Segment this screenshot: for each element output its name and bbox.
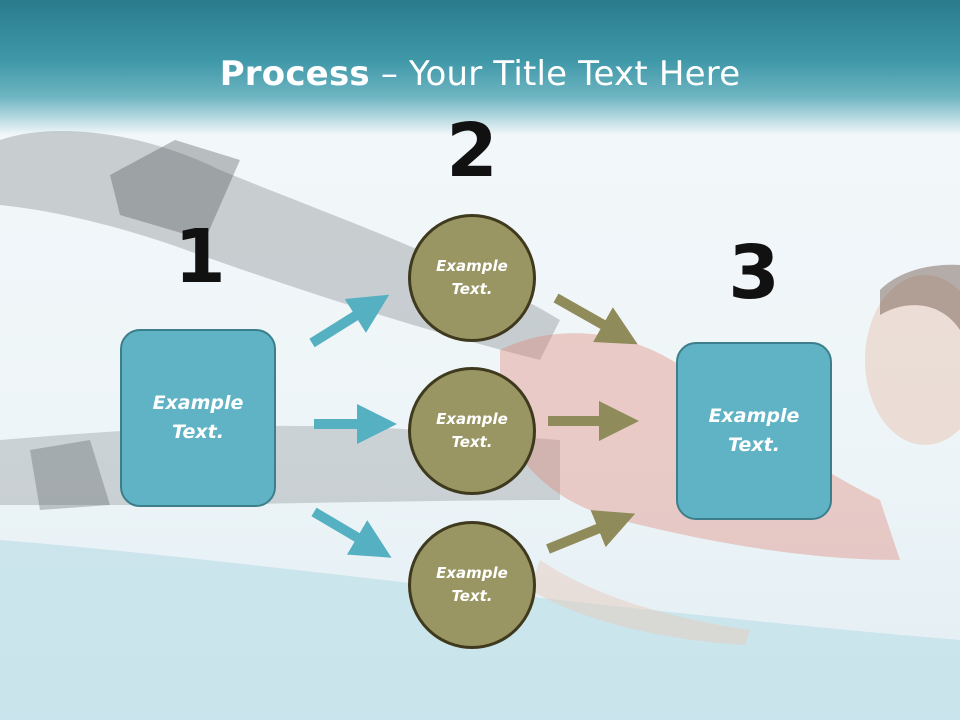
circle-middle-label: Example Text. — [436, 410, 508, 451]
circle-bottom-label: Example Text. — [436, 564, 508, 605]
step-2-circle-middle[interactable]: Example Text. — [408, 367, 536, 495]
title-bold: Process — [219, 54, 370, 94]
step-number-2: 2 — [446, 108, 498, 194]
title-bar — [0, 0, 960, 135]
step-3-label: Example Text. — [708, 405, 800, 456]
step-1-box[interactable]: Example Text. — [120, 329, 276, 507]
arrow-top-to-3 — [553, 293, 638, 345]
title-rest: – Your Title Text Here — [369, 54, 741, 94]
arrow-1-to-top — [309, 294, 390, 348]
step-number-1: 1 — [174, 214, 226, 300]
circle-top-label: Example Text. — [436, 257, 508, 298]
step-1-label: Example Text. — [152, 392, 244, 443]
slide-title: Process – Your Title Text Here — [0, 52, 960, 96]
step-2-circle-top[interactable]: Example Text. — [408, 214, 536, 342]
step-2-circle-bottom[interactable]: Example Text. — [408, 521, 536, 649]
step-number-3: 3 — [728, 230, 780, 316]
arrow-bottom-to-3 — [546, 510, 636, 554]
arrow-1-to-bottom — [311, 507, 392, 558]
step-3-box[interactable]: Example Text. — [676, 342, 832, 520]
